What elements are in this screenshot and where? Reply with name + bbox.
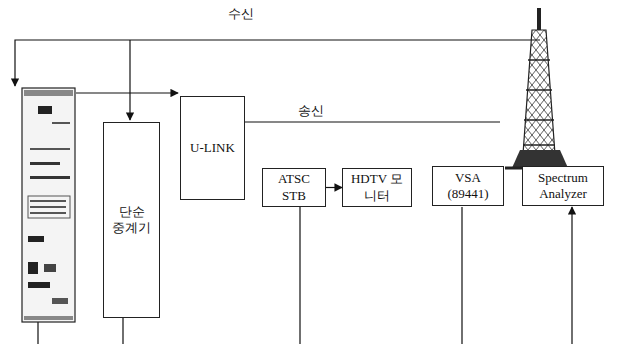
box-label: Spectrum Analyzer [526,170,600,203]
analyzer-box: Spectrum Analyzer [522,166,604,206]
settop-box: ATSC STB [262,168,326,207]
signal-label: 수신 [226,6,256,22]
analyzer-box: VSA (89441) [432,166,504,206]
bottom-feed [300,202,572,344]
transmit-wire [245,121,500,122]
uplink-box: U-LINK [180,96,245,200]
receive-branch [129,40,130,120]
transmission-tower [505,8,575,168]
box-label: 단순 중계기 [112,204,152,237]
box-label: HDTV 모니터 [349,171,405,204]
receive-wire [15,40,540,86]
signal-arrow [326,187,342,188]
box-label: VSA (89441) [436,170,500,203]
box-label: ATSC STB [266,171,322,204]
box-label: U-LINK [190,140,235,156]
rack-wire [76,92,178,93]
signal-label: 송신 [296,103,326,119]
repeater-box: 단순 중계기 [103,122,160,318]
monitor-box: HDTV 모니터 [342,168,412,207]
equipment-rack [22,88,75,322]
